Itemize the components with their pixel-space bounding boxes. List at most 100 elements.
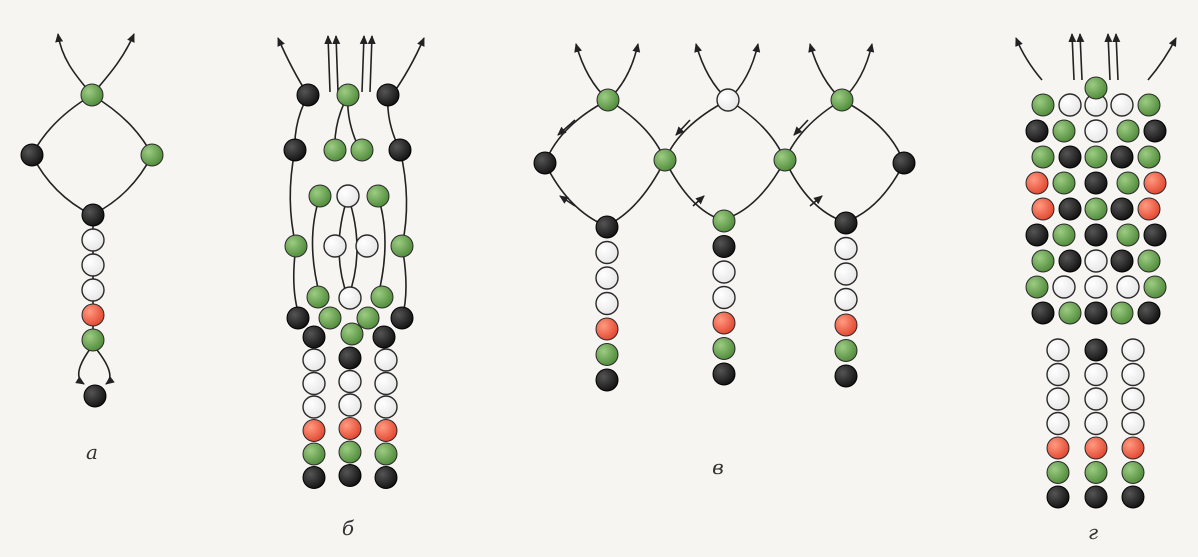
bead-black-g: [1046, 485, 1070, 509]
bead-white-g: [1121, 387, 1145, 411]
bead-green-g: [1031, 93, 1055, 117]
bead-green-g: [1025, 275, 1049, 299]
thread-v: [841, 99, 905, 164]
bead-black-b: [338, 464, 362, 487]
bead-red-v: [834, 313, 858, 337]
bead-white-g: [1046, 411, 1070, 436]
bead-black-a: [20, 143, 44, 167]
bead-black-g: [1058, 249, 1082, 273]
thread-arrow-b: [367, 35, 376, 93]
bead-white-a: [81, 253, 105, 277]
thread-arrow-b: [324, 35, 333, 93]
thread-v: [544, 162, 607, 227]
bead-green-v: [596, 88, 620, 112]
thread-v: [727, 99, 786, 161]
bead-black-b: [296, 83, 320, 107]
bead-black-v: [533, 151, 557, 175]
bead-green-b: [370, 285, 394, 309]
bead-white-g: [1058, 93, 1082, 117]
bead-black-b: [338, 346, 362, 370]
bead-red-b: [302, 419, 326, 442]
bead-white-a: [81, 278, 105, 302]
bead-black-b: [374, 466, 398, 489]
bead-green-g: [1143, 275, 1167, 299]
bead-white-v: [712, 260, 736, 284]
bead-white-g: [1052, 275, 1076, 299]
bead-black-v: [595, 215, 619, 239]
thread-v: [664, 159, 723, 221]
bead-black-b: [372, 325, 396, 349]
thread-b: [399, 149, 408, 247]
thread-a: [31, 154, 93, 216]
bead-white-g: [1046, 362, 1070, 387]
bead-green-a: [80, 83, 104, 107]
thread-a: [31, 94, 93, 156]
bead-white-g: [1084, 119, 1108, 143]
bead-white-b: [338, 286, 362, 310]
figure-label-b: б: [341, 516, 355, 540]
bead-green-g: [1137, 93, 1161, 117]
bead-white-g: [1084, 362, 1108, 387]
bead-red-g: [1121, 436, 1145, 460]
bead-white-v: [716, 88, 740, 112]
bead-red-g: [1046, 436, 1070, 460]
bead-green-g: [1084, 76, 1108, 100]
thread-arrow-v: [559, 195, 576, 207]
bead-white-g: [1046, 338, 1070, 362]
bead-green-b: [336, 83, 360, 107]
bead-black-b: [302, 325, 326, 349]
thread-b: [311, 195, 321, 297]
thread-arrow-g: [1104, 33, 1113, 81]
bead-black-b: [286, 306, 310, 330]
bead-white-b: [355, 234, 379, 258]
thread-arrow-g: [1076, 33, 1085, 81]
thread-v: [844, 162, 905, 223]
thread-v: [664, 99, 729, 161]
thread-a: [91, 154, 153, 216]
bead-black-g: [1110, 145, 1134, 169]
figure-label-v: в: [712, 455, 724, 479]
bead-white-b: [302, 371, 326, 396]
bead-black-b: [302, 466, 326, 489]
bead-green-g: [1084, 461, 1108, 484]
bead-black-g: [1058, 145, 1082, 169]
bead-green-v: [830, 88, 854, 112]
bead-black-v: [892, 151, 916, 175]
thread-arrow-g: [1147, 37, 1177, 81]
bead-white-v: [595, 291, 619, 316]
bead-green-g: [1137, 249, 1161, 273]
thread-arrow-v: [793, 119, 809, 136]
thread-a: [91, 94, 153, 156]
bead-white-g: [1084, 387, 1108, 411]
thread-arrow-g: [1015, 37, 1043, 81]
thread-arrow-v: [692, 195, 705, 207]
bead-green-g: [1116, 171, 1140, 195]
bead-black-g: [1025, 119, 1049, 143]
bead-red-b: [338, 417, 362, 440]
thread-v: [605, 159, 666, 227]
bead-white-b: [302, 395, 326, 419]
bead-white-b: [302, 348, 326, 372]
bead-red-v: [712, 311, 736, 335]
bead-white-v: [712, 285, 736, 310]
bead-green-g: [1058, 301, 1082, 325]
thread-arrow-g: [1112, 33, 1121, 81]
bead-green-g: [1084, 197, 1108, 221]
bead-black-a: [81, 203, 105, 227]
bead-white-g: [1121, 338, 1145, 362]
bead-red-g: [1025, 171, 1049, 195]
bead-green-b: [356, 306, 380, 330]
bead-green-b: [284, 234, 308, 258]
thread-b: [289, 149, 297, 247]
bead-black-g: [1084, 171, 1108, 195]
bead-black-g: [1031, 301, 1055, 325]
bead-white-b: [336, 184, 360, 208]
bead-green-b: [308, 184, 332, 208]
bead-black-b: [283, 138, 307, 162]
bead-white-v: [595, 266, 619, 290]
bead-black-g: [1121, 485, 1145, 509]
bead-black-b: [376, 83, 400, 107]
bead-black-b: [388, 138, 412, 162]
bead-white-g: [1121, 411, 1145, 436]
bead-green-v: [712, 209, 736, 233]
